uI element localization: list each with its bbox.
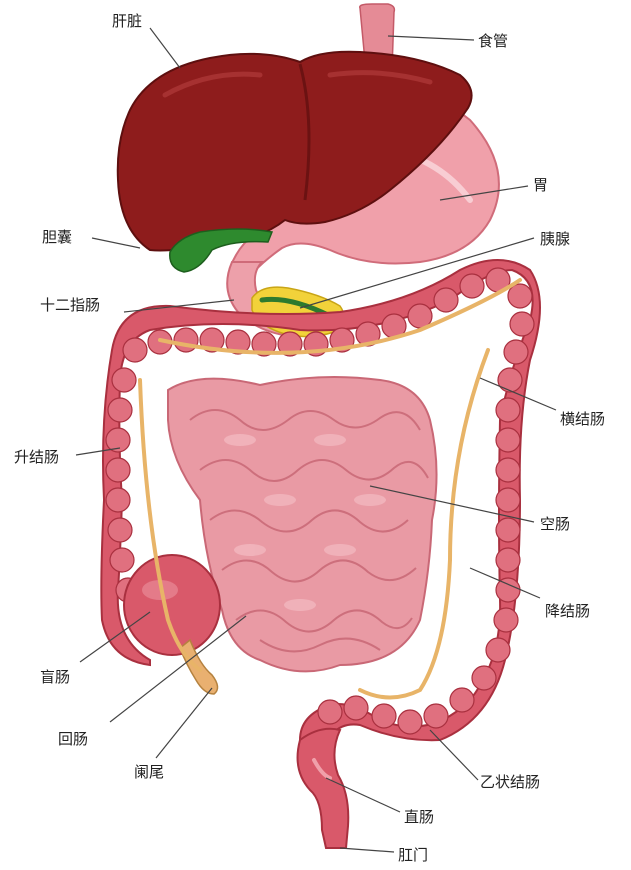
cecum-shape (123, 554, 221, 656)
label-liver: 肝脏 (112, 12, 143, 30)
label-cecum: 盲肠 (40, 668, 71, 686)
gallbladder-shape (169, 228, 274, 273)
leader-lines (75, 27, 557, 853)
label-jejunum: 空肠 (540, 515, 571, 533)
label-esophagus: 食管 (478, 32, 509, 50)
label-descending-colon: 降结肠 (545, 602, 591, 620)
label-stomach: 胃 (533, 176, 549, 194)
label-duodenum: 十二指肠 (40, 296, 101, 314)
label-ascending-colon: 升结肠 (14, 448, 60, 466)
label-pancreas: 胰腺 (540, 230, 571, 248)
liver-shape (116, 50, 473, 252)
rectum-shape (296, 727, 350, 849)
label-ileum: 回肠 (58, 730, 89, 748)
label-anus: 肛门 (398, 846, 429, 864)
label-transverse-colon: 横结肠 (560, 410, 606, 428)
small-intestine-shape (167, 375, 438, 673)
label-appendix: 阑尾 (134, 763, 165, 781)
label-rectum: 直肠 (404, 808, 435, 826)
label-sigmoid-colon: 乙状结肠 (480, 773, 541, 791)
label-gallbladder: 胆囊 (42, 228, 73, 246)
